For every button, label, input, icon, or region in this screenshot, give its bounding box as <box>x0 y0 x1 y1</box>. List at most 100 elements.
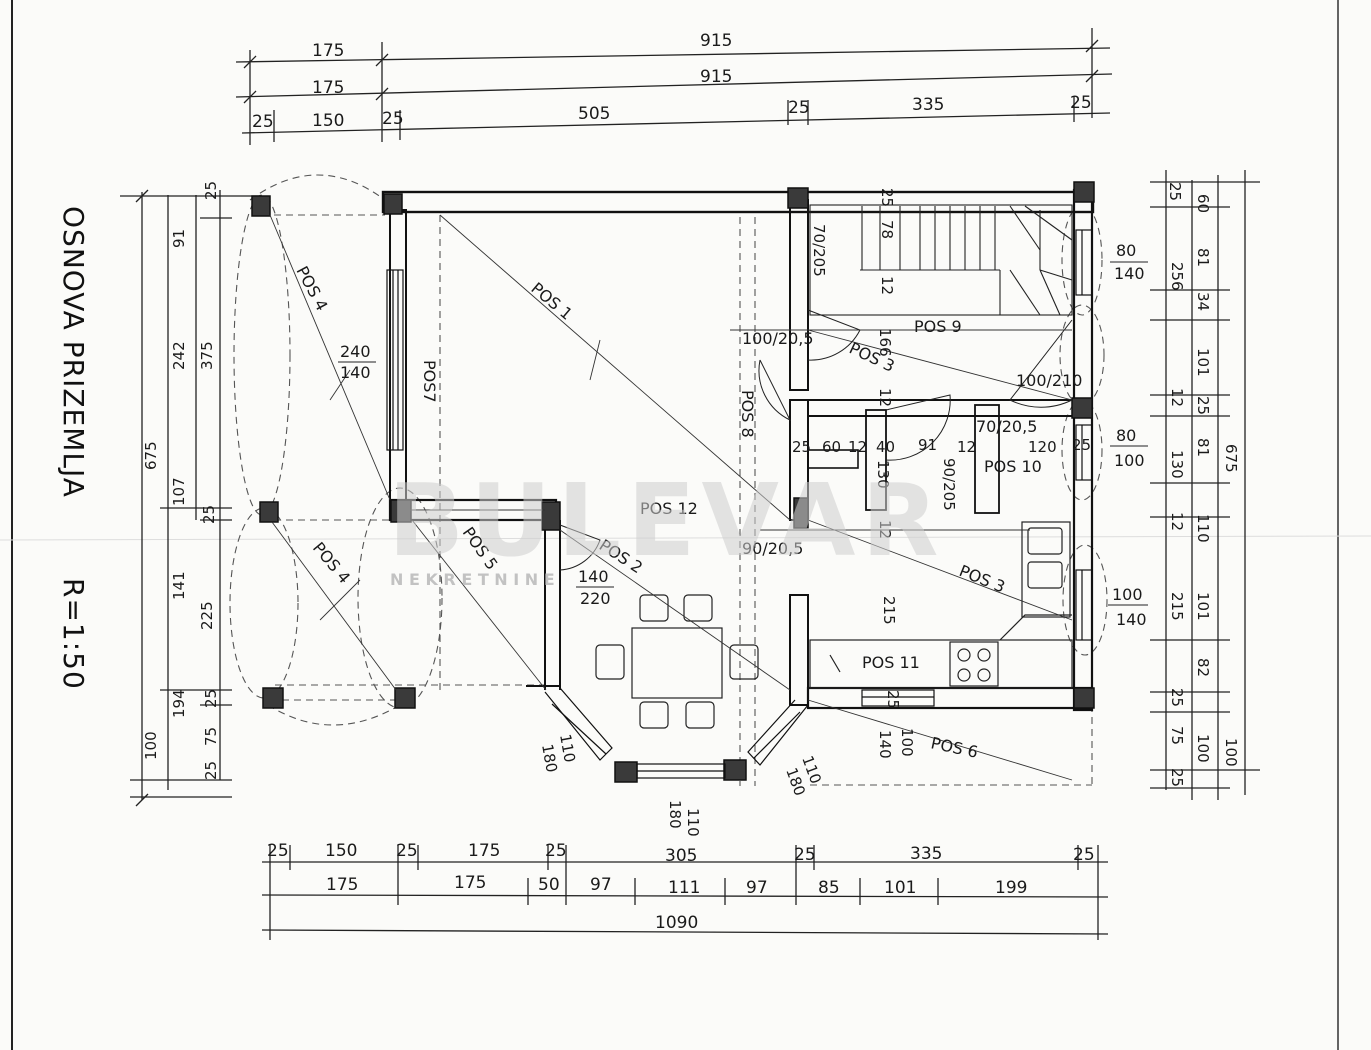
dim-bottom-row2-8: 199 <box>995 878 1027 898</box>
dim-right-4: 34 <box>1194 292 1212 311</box>
dim-right-10: 12 <box>1168 512 1186 531</box>
dim-left-4: 675 <box>142 441 160 470</box>
opening-2-h: 220 <box>580 589 611 608</box>
dim-right-2: 81 <box>1194 248 1212 267</box>
plan-scale: R=1:50 <box>57 578 90 690</box>
dim-right-5: 101 <box>1194 348 1212 377</box>
dim-bottom-row1-5: 305 <box>665 846 697 866</box>
dim-bottom-row1-3: 175 <box>468 841 500 861</box>
opening-1-h: 140 <box>340 363 371 382</box>
pos-label-10: POS 10 <box>984 457 1042 476</box>
int-dim-14: 12 <box>878 276 896 295</box>
int-dim-11: 12 <box>876 388 894 407</box>
opening-5-h: 140 <box>1116 610 1147 629</box>
int-dim-9: 12 <box>876 520 894 539</box>
dim-bottom-row1-8: 25 <box>1073 845 1095 865</box>
top-dimension-lines <box>235 28 1113 145</box>
dim-bottom-total: 1090 <box>655 913 698 933</box>
int-dim-8: 130 <box>874 460 892 489</box>
bottom-dimension-texts: 25 150 25 175 25 305 25 335 25 175 175 5… <box>267 841 1095 933</box>
right-dimension-texts: 25 60 81 256 34 101 12 25 81 130 12 110 … <box>1166 182 1240 787</box>
dim-top-row3-3: 505 <box>578 104 610 124</box>
dim-right-9: 130 <box>1168 450 1186 479</box>
dim-right-14: 82 <box>1194 658 1212 677</box>
pos-label-12: POS 12 <box>640 499 698 518</box>
dim-right-18: 25 <box>1168 768 1186 787</box>
dim-left-1: 91 <box>170 229 188 248</box>
dim-left-12: 100 <box>142 731 160 760</box>
dim-right-12: 215 <box>1168 592 1186 621</box>
dim-right-17: 100 <box>1194 734 1212 763</box>
bay-dim-1: 180 <box>538 743 561 774</box>
dim-left-11: 75 <box>202 727 220 746</box>
paper-fold <box>0 535 1371 541</box>
dim-bottom-row2-5: 97 <box>746 878 768 898</box>
bay-dimensions: 110 180 180 110 110 180 <box>538 733 825 837</box>
int-dim-1: 60 <box>822 438 841 456</box>
staircase <box>809 204 1073 316</box>
pos-label-4a: POS 4 <box>292 263 331 314</box>
dim-bottom-row2-6: 85 <box>818 878 840 898</box>
dim-bottom-row2-3: 97 <box>590 875 612 895</box>
dining-set <box>595 594 759 729</box>
int-dim-7: 25 <box>1072 436 1091 454</box>
dim-bottom-row1-6: 25 <box>794 845 816 865</box>
int-dim-10: 166 <box>876 328 894 357</box>
interior-dimensions: 25 60 12 40 91 12 120 25 130 12 166 12 2… <box>792 188 1091 759</box>
pos-label-3b: POS 3 <box>957 561 1008 596</box>
dim-right-6: 12 <box>1168 388 1186 407</box>
dim-left-5: 107 <box>170 477 188 506</box>
dim-bottom-row2-0: 175 <box>326 875 358 895</box>
dim-left-6: 25 <box>200 505 218 524</box>
dim-bottom-row1-2: 25 <box>396 841 418 861</box>
top-dimension-texts: 175 915 175 915 25 150 25 505 25 335 25 <box>252 31 1092 132</box>
opening-7: 100/210 <box>1016 371 1082 390</box>
opening-9: 90/20,5 <box>742 539 803 558</box>
bay-dim-0: 110 <box>556 733 579 764</box>
dim-left-13: 25 <box>202 761 220 780</box>
dim-top-row3-4: 25 <box>788 98 810 118</box>
kitchen <box>809 521 1073 689</box>
pos-label-6: POS 6 <box>929 733 980 761</box>
dim-top-row3-1: 150 <box>312 111 344 131</box>
dim-right-1: 60 <box>1194 194 1212 213</box>
dim-bottom-row2-1: 175 <box>454 873 486 893</box>
pos-label-11: POS 11 <box>862 653 920 672</box>
bottom-dimension-lines <box>261 845 1109 940</box>
position-lines <box>269 214 1073 781</box>
dim-right-16: 75 <box>1168 726 1186 745</box>
windows <box>386 229 1093 779</box>
opening-8: 70/20,5 <box>976 417 1037 436</box>
dim-left-7: 141 <box>170 571 188 600</box>
int-dim-0: 25 <box>792 438 811 456</box>
dim-top-row3-6: 25 <box>1070 93 1092 113</box>
dim-bottom-row2-7: 101 <box>884 878 916 898</box>
int-dim-4: 91 <box>918 436 937 454</box>
dim-right-13: 101 <box>1194 592 1212 621</box>
dim-bottom-row2-2: 50 <box>538 875 560 895</box>
pos-label-8: POS 8 <box>738 390 757 438</box>
int-dim-3: 40 <box>876 438 895 456</box>
dim-right-11: 110 <box>1194 514 1212 543</box>
dim-right-19: 675 <box>1222 444 1240 473</box>
dim-top-row1-1: 915 <box>700 31 732 51</box>
int-dim-17: 140 <box>876 730 894 759</box>
dim-right-7: 25 <box>1194 396 1212 415</box>
watermark-subtitle: N E K R E T N I N E <box>390 570 555 589</box>
pos-label-4b: POS 4 <box>309 538 354 587</box>
int-dim-18: 100 <box>898 728 916 757</box>
opening-1-w: 240 <box>340 342 371 361</box>
plan-title: OSNOVA PRIZEMLJA <box>57 206 90 498</box>
int-dim-16: 25 <box>884 690 902 709</box>
dim-top-row2-0: 175 <box>312 78 344 98</box>
opening-4-w: 80 <box>1116 426 1136 445</box>
dim-bottom-row1-1: 150 <box>325 841 357 861</box>
opening-6: 100/20,5 <box>742 329 814 348</box>
int-dim-12: 25 <box>878 188 896 207</box>
dim-right-15: 25 <box>1168 688 1186 707</box>
int-dim-6: 120 <box>1028 438 1057 456</box>
opening-3-h: 140 <box>1114 264 1145 283</box>
opening-5-w: 100 <box>1112 585 1143 604</box>
dim-right-8: 81 <box>1194 438 1212 457</box>
